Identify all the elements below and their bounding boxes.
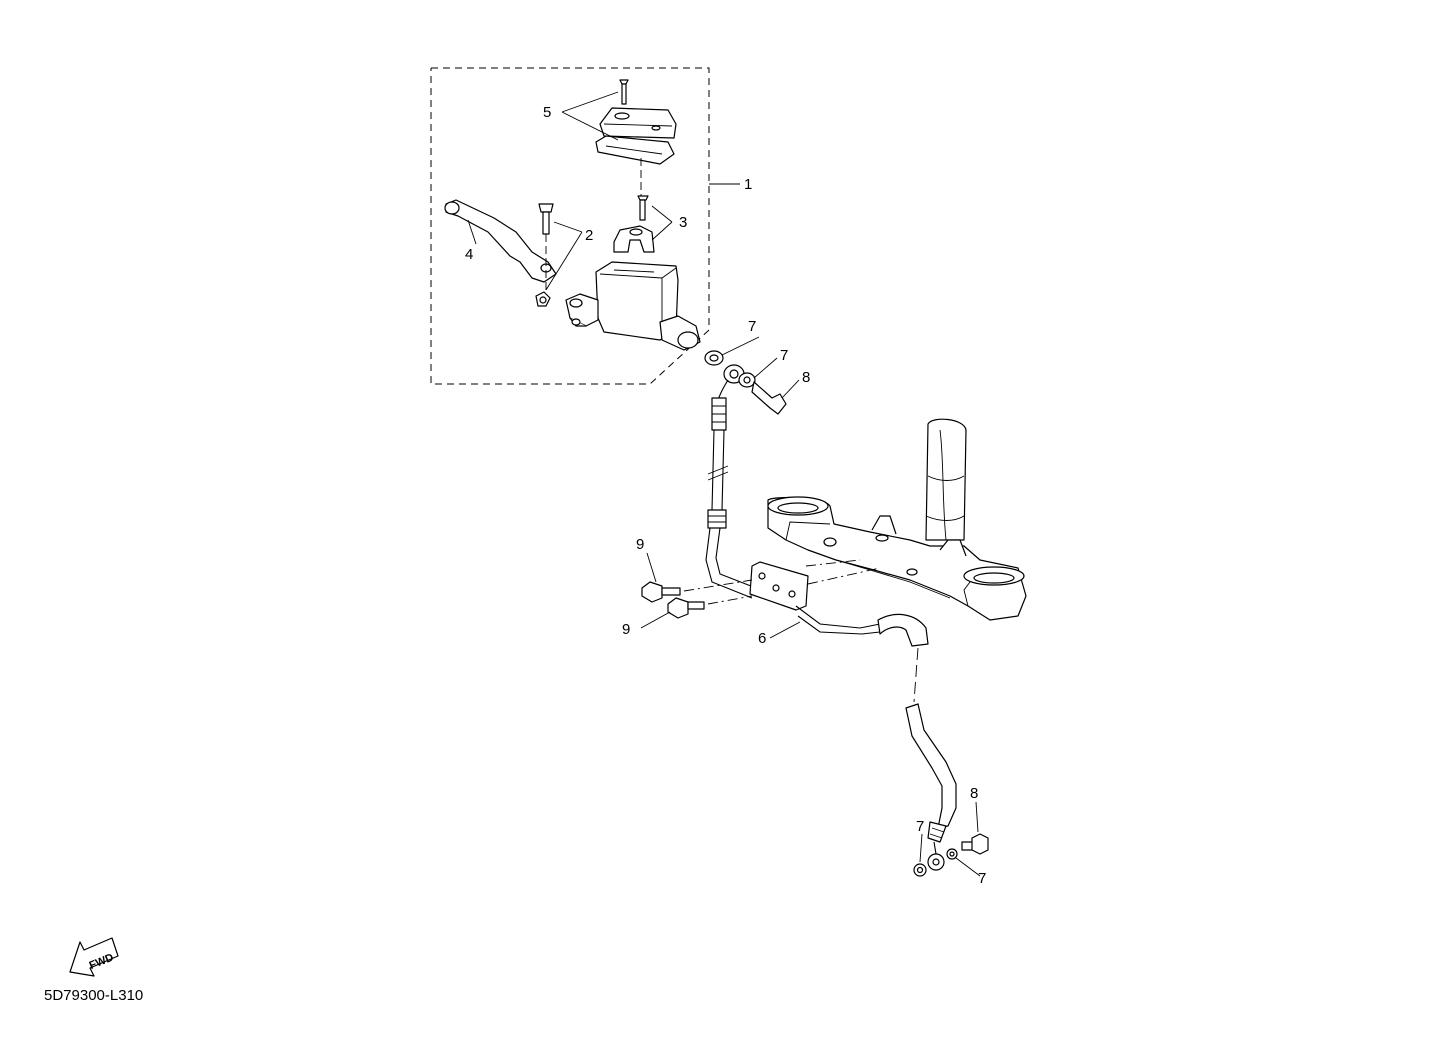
- callout-6: 6: [758, 630, 766, 647]
- brake-hose-lower: [795, 605, 957, 843]
- callout-8-upper: 8: [802, 369, 810, 386]
- callout-4: 4: [465, 246, 473, 263]
- upper-union-bolt: [751, 381, 787, 415]
- hose-holder-bracket: [749, 559, 881, 611]
- lower-washer-b: [946, 848, 958, 860]
- cap-screw: [619, 79, 629, 105]
- lower-washer-a: [913, 863, 927, 877]
- upper-washer-a: [704, 350, 724, 366]
- bracket-bolt-lower: [667, 595, 753, 619]
- callout-8-lower: 8: [970, 785, 978, 802]
- callout-7-upper-a: 7: [748, 318, 756, 335]
- lower-banjo-fitting: [927, 841, 945, 871]
- callout-5: 5: [543, 104, 551, 121]
- callout-7-lower-b: 7: [978, 870, 986, 887]
- master-cylinder-holder: [613, 195, 655, 253]
- callout-9-lower: 9: [622, 621, 630, 638]
- lower-union-bolt: [961, 833, 989, 855]
- callout-3: 3: [679, 214, 687, 231]
- upper-washer-b: [738, 372, 756, 388]
- brake-lever: [444, 199, 557, 283]
- master-cylinder-body: [565, 261, 701, 351]
- reservoir-cap: [595, 107, 677, 215]
- diagram-reference-code: 5D79300-L310: [44, 987, 144, 1004]
- assembly-boundary: [430, 67, 740, 385]
- callout-numbers: 1 2 3 4 5 6 7 7 7 7 8 8 9 9: [465, 104, 986, 887]
- callout-2: 2: [585, 227, 593, 244]
- bracket-bolt-upper: [641, 579, 753, 603]
- lower-triple-clamp: [767, 496, 1027, 621]
- brake-hose-upper: [705, 379, 757, 599]
- leader-lines: [467, 91, 981, 877]
- steering-stem: [925, 418, 967, 541]
- fwd-arrow-icon: FWD: [69, 937, 119, 977]
- callout-7-upper-b: 7: [780, 347, 788, 364]
- lever-bolt: [535, 203, 554, 307]
- callout-1: 1: [744, 176, 752, 193]
- callout-7-lower-a: 7: [916, 818, 924, 835]
- callout-9-upper: 9: [636, 536, 644, 553]
